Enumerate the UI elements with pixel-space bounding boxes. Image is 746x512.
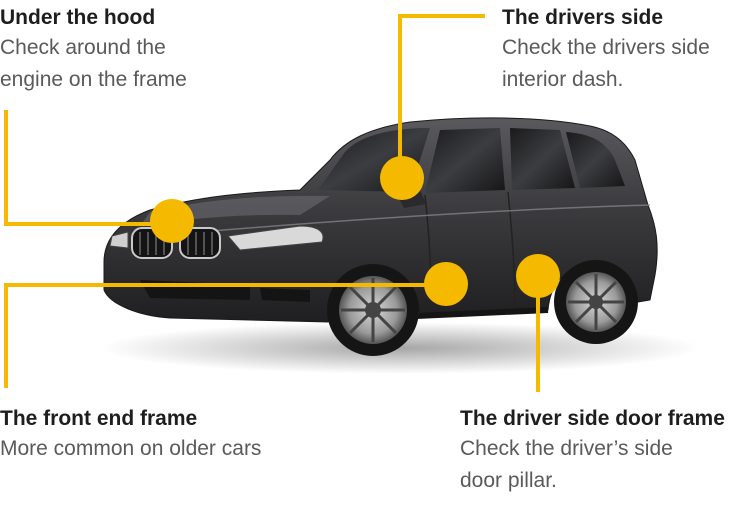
hood-callout-description: Check around the engine on the frame — [0, 36, 187, 91]
front-end-callout-description: More common on older cars — [0, 437, 262, 460]
door-frame-marker[interactable] — [516, 254, 560, 298]
front-end-callout-title: The front end frame — [0, 407, 198, 430]
hood-leader-line — [4, 110, 172, 226]
drivers-side-callout-title: The drivers side — [502, 6, 664, 29]
front-end-callout: The front end frame More common on older… — [0, 405, 340, 465]
drivers-side-callout-description: Check the drivers side interior dash. — [502, 36, 710, 91]
door-frame-callout-description: Check the driver’s side door pillar. — [460, 437, 673, 492]
rear-wheel — [554, 260, 638, 344]
door-frame-callout: The driver side door frame Check the dri… — [460, 405, 746, 497]
hood-callout: Under the hood Check around the engine o… — [0, 4, 260, 96]
drivers-side-marker[interactable] — [380, 156, 424, 200]
hood-callout-title: Under the hood — [0, 6, 156, 29]
door-frame-callout-title: The driver side door frame — [460, 407, 725, 430]
hood-marker[interactable] — [150, 199, 194, 243]
drivers-side-leader-line — [398, 14, 485, 178]
front-end-marker[interactable] — [424, 262, 468, 306]
drivers-side-callout: The drivers side Check the drivers side … — [502, 4, 746, 96]
front-end-leader-line — [4, 283, 446, 388]
front-wheel — [327, 264, 419, 356]
